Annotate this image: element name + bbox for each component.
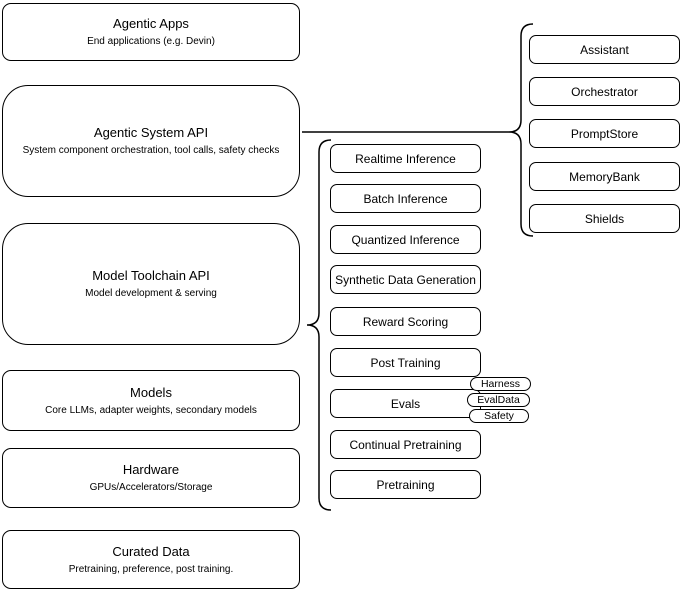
node-models: Models Core LLMs, adapter weights, secon…: [2, 370, 300, 431]
node-promptstore: PromptStore: [529, 119, 680, 148]
node-subtitle: GPUs/Accelerators/Storage: [89, 482, 213, 493]
node-title: Model Toolchain API: [92, 268, 210, 283]
toolchain-brace: [306, 139, 332, 511]
node-label: MemoryBank: [569, 169, 640, 184]
node-evals: Evals: [330, 389, 481, 418]
node-label: Batch Inference: [363, 191, 448, 206]
system-components-brace: [508, 23, 534, 237]
node-label: Assistant: [580, 42, 629, 57]
node-label: Quantized Inference: [351, 232, 460, 247]
node-continual-pretraining: Continual Pretraining: [330, 430, 481, 459]
node-label: Continual Pretraining: [349, 437, 462, 452]
node-label: Reward Scoring: [362, 314, 449, 329]
node-subtitle: End applications (e.g. Devin): [87, 36, 215, 47]
node-agentic-apps: Agentic Apps End applications (e.g. Devi…: [2, 3, 300, 61]
tag-safety: Safety: [469, 409, 529, 423]
tag-label: EvalData: [477, 393, 520, 406]
node-batch-inference: Batch Inference: [330, 184, 481, 213]
node-label: Pretraining: [376, 477, 435, 492]
node-orchestrator: Orchestrator: [529, 77, 680, 106]
tag-harness: Harness: [470, 377, 531, 391]
node-title: Hardware: [122, 462, 180, 477]
node-label: Post Training: [370, 355, 441, 370]
node-label: PromptStore: [570, 126, 639, 141]
node-reward-scoring: Reward Scoring: [330, 307, 481, 336]
tag-label: Harness: [480, 377, 521, 390]
node-label: Shields: [584, 211, 625, 226]
node-title: Models: [130, 384, 172, 400]
node-title: Agentic System API: [93, 125, 209, 140]
node-curated-data: Curated Data Pretraining, preference, po…: [2, 530, 300, 589]
node-quantized-inference: Quantized Inference: [330, 225, 481, 254]
tag-evaldata: EvalData: [467, 393, 530, 407]
node-subtitle: Model development & serving: [85, 288, 217, 299]
node-subtitle: Pretraining, preference, post training.: [68, 563, 234, 575]
node-model-toolchain-api: Model Toolchain API Model development & …: [2, 223, 300, 345]
node-title: Curated Data: [112, 543, 190, 559]
node-memorybank: MemoryBank: [529, 162, 680, 191]
node-subtitle: System component orchestration, tool cal…: [22, 145, 280, 156]
node-hardware: Hardware GPUs/Accelerators/Storage: [2, 448, 300, 508]
node-assistant: Assistant: [529, 35, 680, 64]
node-agentic-system-api: Agentic System API System component orch…: [2, 85, 300, 197]
node-realtime-inference: Realtime Inference: [330, 144, 481, 173]
node-pretraining: Pretraining: [330, 470, 481, 499]
node-label: Synthetic Data Generation: [335, 272, 476, 287]
node-post-training: Post Training: [330, 348, 481, 377]
node-title: Agentic Apps: [113, 16, 189, 31]
tag-label: Safety: [484, 409, 514, 422]
node-shields: Shields: [529, 204, 680, 233]
node-synthetic-data-generation: Synthetic Data Generation: [330, 265, 481, 294]
node-label: Evals: [390, 396, 421, 411]
node-subtitle: Core LLMs, adapter weights, secondary mo…: [45, 404, 257, 416]
node-label: Realtime Inference: [355, 151, 456, 166]
node-label: Orchestrator: [571, 84, 638, 99]
